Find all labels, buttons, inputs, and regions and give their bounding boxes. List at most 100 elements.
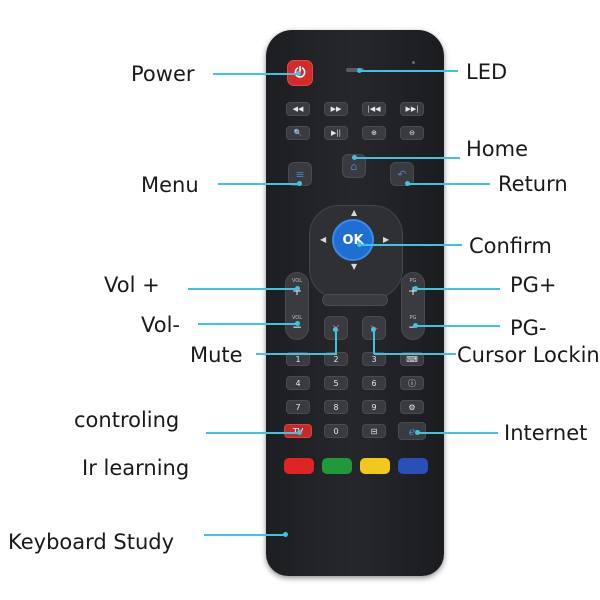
label-pg-minus: PG- xyxy=(510,316,547,340)
return-leader xyxy=(408,183,490,185)
keyboard-study-leader xyxy=(204,534,286,536)
led-indicator xyxy=(346,68,364,72)
label-controling: controling xyxy=(74,408,180,432)
vol-plus-dot xyxy=(295,286,300,291)
arrow-up-icon[interactable]: ▲ xyxy=(351,208,358,217)
center-bar xyxy=(322,294,388,306)
label-home: Home xyxy=(466,137,529,161)
return-dot xyxy=(405,181,410,186)
volume-down-button[interactable]: − xyxy=(291,320,303,334)
home-leader xyxy=(355,157,460,159)
pg-caption: PG xyxy=(409,278,417,284)
internet-explorer-icon: ℯ xyxy=(408,424,416,438)
label-vol-minus: Vol- xyxy=(141,313,180,337)
home-icon: ⌂ xyxy=(350,159,358,173)
label-keyboard-study: Keyboard Study xyxy=(8,530,175,554)
page-rocker[interactable]: PG + PG − xyxy=(401,272,425,340)
blue-key[interactable] xyxy=(398,458,428,474)
pg-plus-dot xyxy=(413,286,418,291)
menu-icon: ≡ xyxy=(295,167,305,181)
label-cursor-locking: Cursor Locking xyxy=(457,343,600,367)
vol-minus-dot xyxy=(295,321,300,326)
key-4[interactable]: 4 xyxy=(286,376,310,390)
keyboard-key[interactable]: ⌨ xyxy=(400,352,424,366)
settings-key[interactable]: ⚙ xyxy=(400,400,424,414)
green-key[interactable] xyxy=(322,458,352,474)
zoom-out-icon[interactable]: ⊖ xyxy=(400,126,424,140)
vol-plus-leader xyxy=(188,288,298,290)
mute-leader xyxy=(256,353,337,355)
volume-rocker[interactable]: VOL + VOL − xyxy=(285,272,309,340)
gear-icon: ⚙ xyxy=(408,402,416,412)
internet-leader xyxy=(418,432,498,434)
confirm-dot xyxy=(357,242,362,247)
ok-button[interactable]: OK xyxy=(332,219,374,261)
fast-forward-button[interactable]: ▶▶ xyxy=(324,102,348,116)
label-confirm: Confirm xyxy=(469,234,552,258)
menu-dot xyxy=(297,181,302,186)
red-key[interactable] xyxy=(284,458,314,474)
label-ir-learning: Ir learning xyxy=(82,456,190,480)
power-leader xyxy=(213,73,299,75)
info-key[interactable]: ⓘ xyxy=(400,376,424,390)
vol-caption-lower: VOL xyxy=(291,315,303,321)
label-internet: Internet xyxy=(504,421,588,445)
label-vol-plus: Vol + xyxy=(104,273,160,297)
confirm-leader xyxy=(360,244,462,246)
cursor-leader-vertical xyxy=(373,330,375,354)
previous-button[interactable]: |◀◀ xyxy=(362,102,386,116)
arrow-down-icon[interactable]: ▼ xyxy=(351,262,358,271)
mute-dot xyxy=(333,327,338,332)
power-dot xyxy=(296,71,301,76)
pg-minus-leader xyxy=(416,325,500,327)
key-0[interactable]: 0 xyxy=(324,424,348,438)
internet-button[interactable]: ℯ xyxy=(398,422,426,440)
label-led: LED xyxy=(466,60,508,84)
key-9[interactable]: 9 xyxy=(362,400,386,414)
cursor-leader xyxy=(374,353,456,355)
key-8[interactable]: 8 xyxy=(324,400,348,414)
keyboard-study-dot xyxy=(283,532,288,537)
key-6[interactable]: 6 xyxy=(362,376,386,390)
label-return: Return xyxy=(498,172,568,196)
ir-sensor-dot xyxy=(412,61,415,64)
key-5[interactable]: 5 xyxy=(324,376,348,390)
internet-dot xyxy=(415,430,420,435)
volume-up-button[interactable]: + xyxy=(291,284,303,298)
menu-leader xyxy=(218,183,300,185)
controling-leader xyxy=(206,432,300,434)
mute-leader-vertical xyxy=(335,330,337,354)
label-mute: Mute xyxy=(190,343,243,367)
input-source-icon: ⊟ xyxy=(370,426,378,436)
arrow-left-icon[interactable]: ◀ xyxy=(320,235,327,244)
remote-control: ⏻ ◀◀ ▶▶ |◀◀ ▶▶| 🔍 ▶|| ⊕ ⊖ ≡ ⌂ ↶ ▲ ▼ ◀ ▶ … xyxy=(266,30,444,576)
key-7[interactable]: 7 xyxy=(286,400,310,414)
led-leader xyxy=(360,70,458,72)
cursor-dot xyxy=(371,327,376,332)
key-1[interactable]: 1 xyxy=(286,352,310,366)
pg-minus-dot xyxy=(413,323,418,328)
zoom-in-icon[interactable]: ⊕ xyxy=(362,126,386,140)
label-power: Power xyxy=(131,62,195,86)
search-icon[interactable]: 🔍 xyxy=(286,126,310,140)
rewind-button[interactable]: ◀◀ xyxy=(286,102,310,116)
vol-minus-leader xyxy=(198,323,298,325)
info-icon: ⓘ xyxy=(408,378,416,388)
yellow-key[interactable] xyxy=(360,458,390,474)
arrow-right-icon[interactable]: ▶ xyxy=(383,235,390,244)
page-up-button[interactable]: + xyxy=(407,284,419,298)
play-pause-button[interactable]: ▶|| xyxy=(324,126,348,140)
label-pg-plus: PG+ xyxy=(510,273,557,297)
pg-plus-leader xyxy=(416,288,500,290)
return-icon: ↶ xyxy=(397,167,407,181)
keyboard-icon: ⌨ xyxy=(406,354,418,364)
return-button[interactable]: ↶ xyxy=(390,162,414,186)
home-dot xyxy=(352,155,357,160)
pg-caption-lower: PG xyxy=(409,315,417,321)
vol-caption: VOL xyxy=(291,278,303,284)
led-dot-marker xyxy=(357,68,362,73)
input-key[interactable]: ⊟ xyxy=(362,424,386,438)
controling-dot xyxy=(297,430,302,435)
next-button[interactable]: ▶▶| xyxy=(400,102,424,116)
